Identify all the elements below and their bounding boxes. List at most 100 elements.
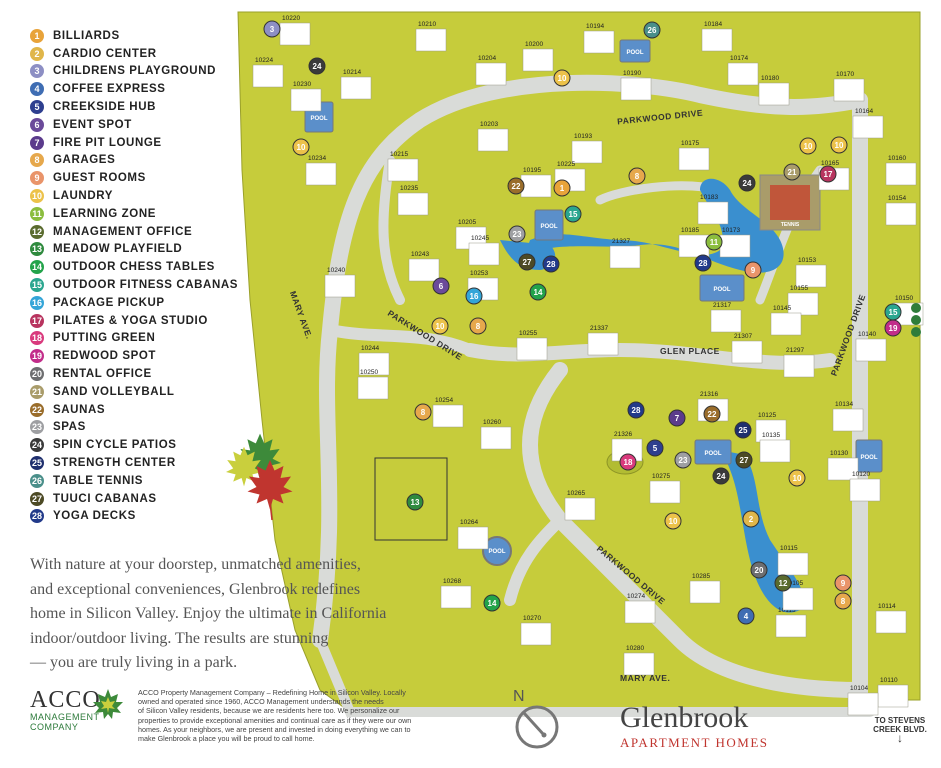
amenity-marker[interactable]: 24 (738, 174, 756, 192)
amenity-marker[interactable]: 3 (263, 20, 281, 38)
building[interactable]: 10174 (727, 55, 759, 86)
building[interactable]: 10280 (623, 645, 655, 676)
amenity-marker[interactable]: 16 (465, 287, 483, 305)
building[interactable]: 10230 (290, 81, 322, 112)
building[interactable]: 21337 (587, 325, 619, 356)
amenity-marker[interactable]: 11 (705, 233, 723, 251)
building[interactable]: 10114 (875, 603, 907, 634)
amenity-marker[interactable]: 5 (646, 439, 664, 457)
amenity-marker[interactable]: 7 (668, 409, 686, 427)
amenity-marker[interactable]: 26 (643, 21, 661, 39)
building[interactable]: 21297 (783, 347, 815, 378)
building[interactable]: 10170 (833, 71, 865, 102)
building[interactable]: 21317 (710, 302, 742, 333)
building[interactable]: 10224 (252, 57, 284, 88)
building[interactable]: 21327 (609, 238, 641, 269)
amenity-marker[interactable]: 21 (783, 163, 801, 181)
building[interactable]: 10260 (480, 419, 512, 450)
building[interactable]: 10210 (415, 21, 447, 52)
amenity-marker[interactable]: 19 (884, 319, 902, 337)
building[interactable]: 10245 (468, 235, 500, 266)
building[interactable]: 10285 (689, 573, 721, 604)
building[interactable]: 10140 (855, 331, 887, 362)
building[interactable]: 10113 (775, 607, 807, 638)
amenity-marker[interactable]: 23 (508, 225, 526, 243)
building[interactable]: 10175 (678, 140, 710, 171)
building[interactable]: 10250 (357, 369, 389, 400)
amenity-marker[interactable]: 8 (414, 403, 432, 421)
building[interactable]: 10265 (564, 490, 596, 521)
building[interactable]: 10194 (583, 23, 615, 54)
amenity-marker[interactable]: 10 (553, 69, 571, 87)
building[interactable]: 10215 (387, 151, 419, 182)
building[interactable]: 10255 (516, 330, 548, 361)
building[interactable]: 21307 (731, 333, 763, 364)
building[interactable]: 10254 (432, 397, 464, 428)
amenity-marker[interactable]: 10 (292, 138, 310, 156)
building[interactable]: 10130 (827, 450, 859, 481)
amenity-marker[interactable]: 28 (694, 254, 712, 272)
building[interactable]: 10164 (852, 108, 884, 139)
building[interactable]: 10135 (759, 432, 791, 463)
building[interactable]: 10214 (340, 69, 372, 100)
building[interactable]: 10275 (649, 473, 681, 504)
amenity-marker[interactable]: 8 (834, 592, 852, 610)
building[interactable]: 10270 (520, 615, 552, 646)
amenity-marker[interactable]: 9 (744, 261, 762, 279)
amenity-marker[interactable]: 4 (737, 607, 755, 625)
building[interactable]: 10243 (408, 251, 440, 282)
amenity-marker[interactable]: 23 (674, 451, 692, 469)
building[interactable]: 10134 (832, 401, 864, 432)
building[interactable]: 10203 (477, 121, 509, 152)
building[interactable]: 10220 (279, 15, 311, 46)
amenity-marker[interactable]: 8 (628, 167, 646, 185)
amenity-marker[interactable]: 10 (664, 512, 682, 530)
building[interactable]: 10240 (324, 267, 356, 298)
amenity-marker[interactable]: 20 (750, 561, 768, 579)
building[interactable]: 10190 (620, 70, 652, 101)
amenity-marker[interactable]: 25 (734, 421, 752, 439)
building[interactable]: 10235 (397, 185, 429, 216)
building[interactable]: 10153 (795, 257, 827, 288)
building[interactable]: 10268 (440, 578, 472, 609)
amenity-marker[interactable]: 22 (507, 177, 525, 195)
building[interactable]: 10200 (522, 41, 554, 72)
amenity-marker[interactable]: 10 (431, 317, 449, 335)
amenity-marker[interactable]: 6 (432, 277, 450, 295)
building[interactable]: 10184 (701, 21, 733, 52)
amenity-marker[interactable]: 27 (735, 451, 753, 469)
amenity-marker[interactable]: 10 (788, 469, 806, 487)
amenity-marker[interactable]: 24 (712, 467, 730, 485)
amenity-marker[interactable]: 14 (483, 594, 501, 612)
building[interactable]: 10105 (782, 580, 814, 611)
amenity-marker[interactable]: 13 (406, 493, 424, 511)
amenity-marker[interactable]: 1 (553, 179, 571, 197)
amenity-marker[interactable]: 10 (799, 137, 817, 155)
amenity-marker[interactable]: 24 (308, 57, 326, 75)
